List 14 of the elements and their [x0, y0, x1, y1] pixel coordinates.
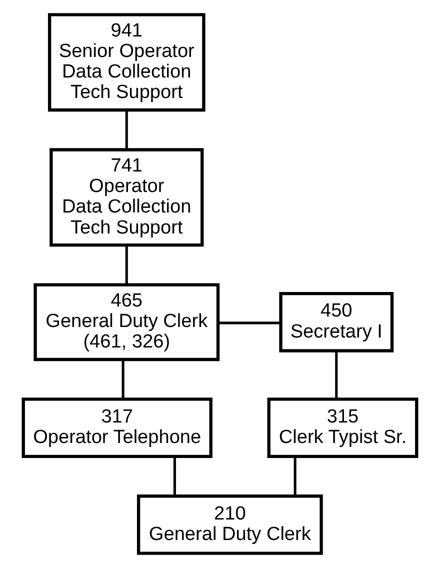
- node-box: 465 General Duty Clerk (461, 326): [34, 283, 220, 362]
- connector: [173, 456, 176, 496]
- connector: [218, 322, 280, 324]
- node-box: 210 General Duty Clerk: [136, 494, 323, 555]
- connector: [122, 360, 124, 399]
- node-box: 317 Operator Telephone: [22, 398, 212, 458]
- node-box: 741 Operator Data Collection Tech Support: [50, 148, 204, 247]
- connector: [335, 351, 338, 399]
- connector: [125, 110, 128, 150]
- node-box: 941 Senior Operator Data Collection Tech Support: [48, 13, 206, 112]
- connector: [294, 456, 296, 496]
- node-box: 450 Secretary I: [279, 292, 394, 352]
- connector: [125, 245, 128, 284]
- node-box: 315 Clerk Typist Sr.: [267, 398, 418, 458]
